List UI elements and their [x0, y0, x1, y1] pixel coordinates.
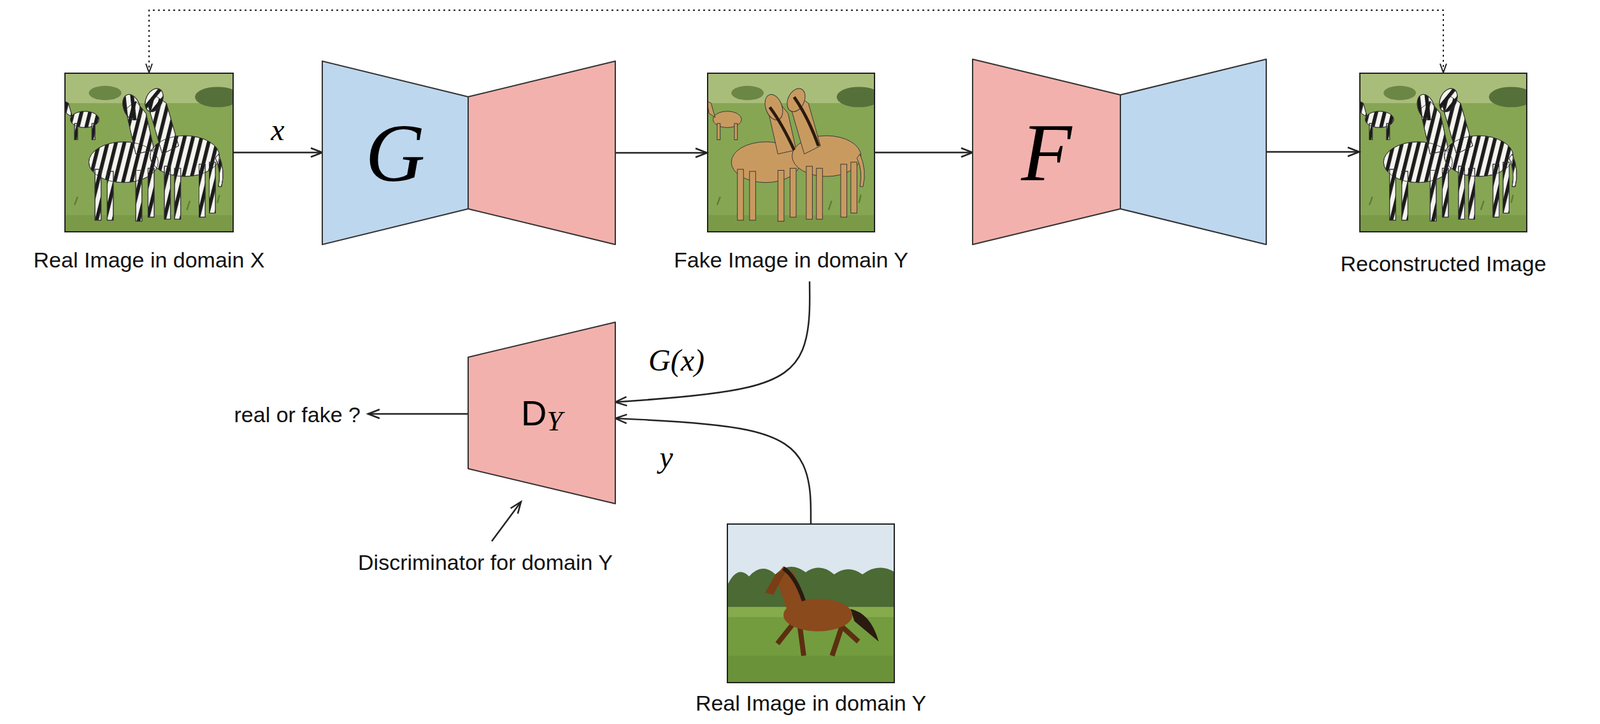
- block-letter: D: [521, 395, 547, 432]
- trapezoid-half: [468, 61, 616, 245]
- edge-label: y: [659, 440, 673, 475]
- edge-label: x: [270, 113, 285, 148]
- generator-block: G: [322, 61, 616, 245]
- label-slot: DY: [468, 347, 616, 479]
- flow-arrow: [1266, 150, 1360, 153]
- image-node: Fake Image in domain Y: [707, 72, 876, 273]
- image-frame: [707, 72, 876, 233]
- leader-arrow: [491, 501, 522, 542]
- flow-arrow: [615, 281, 810, 402]
- image-caption: Real Image in domain X: [33, 247, 265, 273]
- discriminator-block: DY: [468, 322, 616, 504]
- trapezoid-shape: [972, 59, 1267, 245]
- image-frame: [1359, 72, 1528, 233]
- output-label: real or fake ?: [234, 402, 361, 428]
- image-node: Real Image in domain X: [64, 72, 234, 273]
- annotation-label: Discriminator for domain Y: [357, 550, 613, 576]
- trapezoid-half: [322, 61, 469, 245]
- edge-label: G(x): [648, 343, 705, 378]
- flow-arrow: [875, 151, 973, 154]
- flow-arrow: [615, 152, 708, 155]
- horse-photo: [726, 523, 895, 684]
- generator-block: F: [972, 59, 1267, 245]
- label-slot: F: [972, 59, 1121, 245]
- zebra-photo: [64, 72, 241, 233]
- label-slot: G: [322, 61, 469, 245]
- trapezoid-half: [972, 59, 1121, 245]
- flow-arrow: [233, 151, 323, 154]
- block-letter: G: [365, 111, 426, 195]
- image-node: Reconstructed Image: [1359, 72, 1528, 277]
- block-letter: F: [1021, 110, 1072, 194]
- image-frame: [64, 72, 234, 233]
- flow-arrow: [615, 418, 811, 524]
- fake-horse-photo: [707, 72, 882, 233]
- trapezoid-half: [1120, 59, 1267, 245]
- image-caption: Reconstructed Image: [1340, 251, 1546, 277]
- block-subscript: Y: [546, 407, 562, 436]
- output-arrow: [368, 413, 469, 416]
- image-node: Real Image in domain Y: [726, 523, 895, 716]
- trapezoid-half: [468, 322, 616, 504]
- image-frame: [726, 523, 895, 684]
- image-caption: Real Image in domain Y: [695, 691, 927, 716]
- image-caption: Fake Image in domain Y: [673, 247, 909, 273]
- reconstructed-zebra-photo: [1359, 72, 1534, 233]
